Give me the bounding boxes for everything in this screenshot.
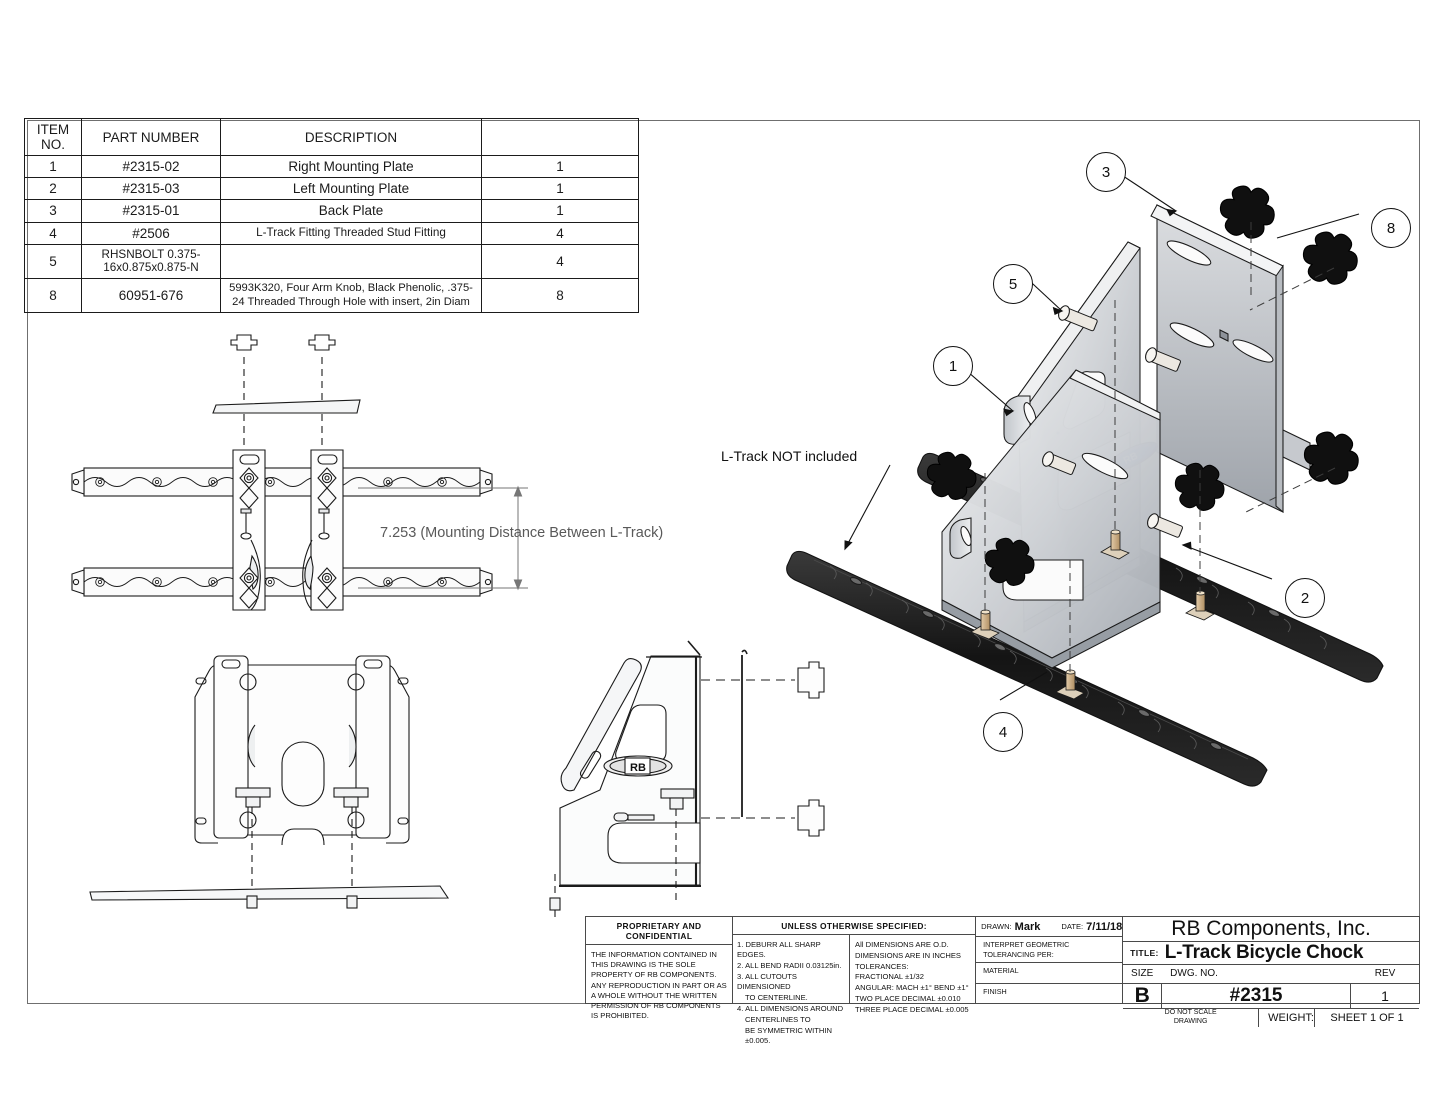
balloon-2[interactable]: 2: [1285, 578, 1325, 618]
table-row: 8 60951-676 5993K320, Four Arm Knob, Bla…: [24, 278, 639, 314]
rev-value: 1: [1381, 988, 1389, 1004]
tolerance-line-7: THREE PLACE DECIMAL ±0.005: [855, 1004, 969, 1014]
cell-item-no: 1: [24, 155, 82, 179]
drawn-label: DRAWN:: [981, 922, 1012, 931]
cell-item-no: 5: [24, 243, 82, 280]
title-label: TITLE:: [1130, 948, 1159, 958]
balloon-1[interactable]: 1: [933, 346, 973, 386]
note-2: 2. ALL BEND RADII 0.03125in.: [737, 961, 842, 971]
cell-qty: 1: [481, 155, 639, 179]
cell-part-number: #2315-01: [81, 199, 221, 223]
balloon-3[interactable]: 3: [1086, 152, 1126, 192]
table-row: 3 #2315-01 Back Plate 1: [24, 199, 639, 223]
note-1: 1. DEBURR ALL SHARP EDGES.: [737, 940, 821, 960]
cell-description: Left Mounting Plate: [220, 177, 482, 201]
table-row: 1 #2315-02 Right Mounting Plate 1: [24, 155, 639, 179]
dwg-number: #2315: [1162, 984, 1351, 1008]
proprietary-body: THE INFORMATION CONTAINED IN THIS DRAWIN…: [591, 950, 727, 1021]
cell-qty: 4: [481, 243, 639, 280]
tolerance-line-1: All DIMENSIONS ARE O.D.: [855, 940, 949, 949]
material-row: MATERIAL: [976, 963, 1123, 984]
drawn-date-row: DRAWN: Mark DATE: 7/11/18: [976, 917, 1122, 937]
size-label: SIZE: [1131, 968, 1154, 979]
cell-qty: 4: [481, 221, 639, 245]
column-header-qty: [481, 117, 639, 157]
do-not-scale-line1: DO NOT SCALE: [1164, 1009, 1217, 1016]
table-row: 4 #2506 L-Track Fitting Threaded Stud Fi…: [24, 221, 639, 245]
cell-part-number: #2315-03: [81, 177, 221, 201]
cell-qty: 1: [481, 199, 639, 223]
title-identification-section: RB Components, Inc. TITLE: L-Track Bicyc…: [1123, 917, 1419, 1027]
column-header-item-no: ITEM NO.: [24, 117, 82, 157]
tolerance-line-5: ANGULAR: MACH ±1° BEND ±1°: [855, 983, 969, 993]
do-not-scale-note: DO NOT SCALE DRAWING: [1123, 1009, 1260, 1027]
cell-qty: 1: [481, 177, 639, 201]
weight-label: WEIGHT:: [1259, 1009, 1315, 1027]
cell-item-no: 8: [24, 278, 82, 314]
proprietary-section: PROPRIETARY AND CONFIDENTIAL THE INFORMA…: [586, 917, 734, 1020]
cell-description: 5993K320, Four Arm Knob, Black Phenolic,…: [220, 278, 482, 314]
do-not-scale-line2: DRAWING: [1173, 1017, 1208, 1025]
note-ltrack-not-included: L-Track NOT included: [721, 448, 858, 464]
finish-row: FINISH: [983, 986, 1007, 996]
cell-description: [220, 243, 482, 280]
date-label: DATE:: [1061, 922, 1084, 931]
size-dwg-rev-value-row: B #2315 1: [1123, 984, 1419, 1009]
item-header-line2: NO.: [40, 137, 65, 153]
dimension-label-mounting-distance: 7.253 (Mounting Distance Between L-Track…: [380, 525, 664, 541]
size-dwg-rev-header-row: SIZE DWG. NO. REV: [1123, 965, 1419, 984]
date-value: 7/11/18: [1086, 920, 1123, 933]
cell-description: L-Track Fitting Threaded Stud Fitting: [220, 221, 482, 245]
note-4c: BE SYMMETRIC WITHIN ±0.005.: [745, 1025, 832, 1045]
cell-qty: 8: [481, 278, 639, 314]
note-3: 3. ALL CUTOUTS DIMENSIONED: [737, 971, 797, 992]
tolerance-line-3: TOLERANCES:: [855, 961, 909, 971]
drawing-title-row: TITLE: L-Track Bicycle Chock: [1123, 942, 1419, 965]
cell-part-number: #2506: [81, 221, 221, 245]
cell-part-number: #2315-02: [81, 155, 221, 179]
general-notes-list: 1. DEBURR ALL SHARP EDGES. 2. ALL BEND R…: [733, 935, 851, 1045]
company-name: RB Components, Inc.: [1123, 917, 1419, 942]
cell-part-number: 60951-676: [81, 278, 221, 314]
bill-of-materials-table: ITEM NO. PART NUMBER DESCRIPTION 1 #2315…: [24, 117, 639, 314]
cell-description: Back Plate: [220, 199, 482, 223]
balloon-8[interactable]: 8: [1371, 208, 1411, 248]
drawn-value: Mark: [1014, 920, 1041, 933]
interpret-line-1: INTERPRET GEOMETRIC: [983, 940, 1070, 949]
unless-header: UNLESS OTHERWISE SPECIFIED:: [733, 917, 976, 935]
tolerance-line-2: DIMENSIONS ARE IN INCHES: [855, 950, 961, 960]
note-3b: TO CENTERLINE.: [745, 993, 808, 1003]
note-4b: CENTERLINES TO: [745, 1014, 811, 1024]
note-4: 4. ALL DIMENSIONS AROUND: [737, 1003, 844, 1013]
dwgno-label: DWG. NO.: [1170, 968, 1218, 979]
table-row: 5 RHSNBOLT 0.375-16x0.875x0.875-N 4: [24, 243, 639, 280]
size-value: B: [1123, 984, 1163, 1008]
drawing-title: L-Track Bicycle Chock: [1164, 942, 1364, 963]
tolerance-line-4: FRACTIONAL ±1/32: [855, 972, 924, 982]
title-block: PROPRIETARY AND CONFIDENTIAL THE INFORMA…: [585, 916, 1420, 1045]
cell-item-no: 3: [24, 199, 82, 223]
interpret-line-2: TOLERANCING PER:: [983, 949, 1054, 959]
table-row: 2 #2315-03 Left Mounting Plate 1: [24, 177, 639, 201]
cell-item-no: 4: [24, 221, 82, 245]
rev-label: REV: [1374, 968, 1396, 979]
cell-item-no: 2: [24, 177, 82, 201]
balloon-4[interactable]: 4: [983, 712, 1023, 752]
drawn-section: DRAWN: Mark DATE: 7/11/18 INTERPRET GEOM…: [976, 917, 1124, 1003]
cell-description: Right Mounting Plate: [220, 155, 482, 179]
tolerances-list: All DIMENSIONS ARE O.D. DIMENSIONS ARE I…: [850, 935, 975, 1014]
column-header-description: DESCRIPTION: [220, 117, 482, 157]
proprietary-header: PROPRIETARY AND CONFIDENTIAL: [586, 917, 733, 945]
table-header-row: ITEM NO. PART NUMBER DESCRIPTION: [24, 117, 639, 157]
cell-part-number: RHSNBOLT 0.375-16x0.875x0.875-N: [81, 243, 221, 280]
tolerance-line-6: TWO PLACE DECIMAL ±0.010: [855, 993, 961, 1003]
interpret-geometric-row: INTERPRET GEOMETRIC TOLERANCING PER:: [976, 937, 1123, 964]
column-header-part-number: PART NUMBER: [81, 117, 221, 157]
item-header-line1: ITEM: [36, 122, 70, 137]
unless-otherwise-specified-section: UNLESS OTHERWISE SPECIFIED: 1. DEBURR AL…: [733, 917, 977, 1045]
sheet-number: SHEET 1 OF 1: [1330, 1011, 1404, 1024]
balloon-5[interactable]: 5: [993, 264, 1033, 304]
footer-row: DO NOT SCALE DRAWING WEIGHT: SHEET 1 OF …: [1123, 1009, 1419, 1027]
